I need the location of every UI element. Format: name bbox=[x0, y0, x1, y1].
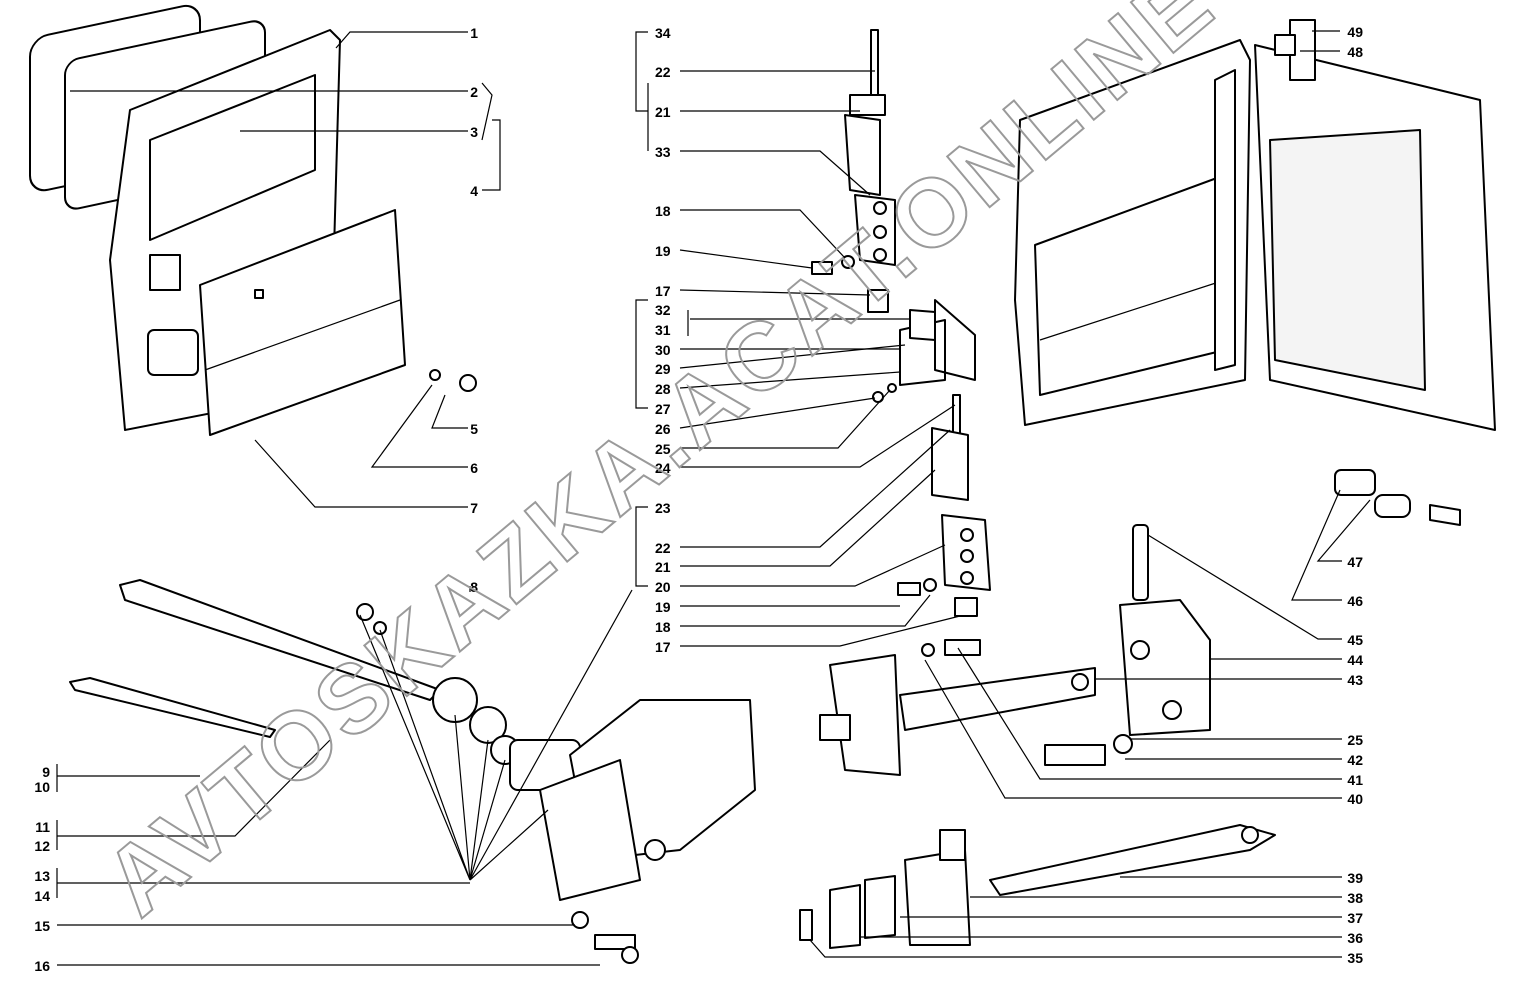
part-number-label: 3 bbox=[470, 124, 478, 140]
leader-line bbox=[335, 31, 468, 49]
part-number-label: 1 bbox=[470, 25, 478, 41]
part-number-label: 21 bbox=[655, 559, 671, 575]
part-number-label: 6 bbox=[470, 460, 478, 476]
part-number-label: 32 bbox=[655, 302, 671, 318]
part-number-label: 22 bbox=[655, 64, 671, 80]
part-number-label: 49 bbox=[1347, 24, 1363, 40]
part-number-label: 47 bbox=[1347, 554, 1363, 570]
part-number-label: 27 bbox=[655, 401, 671, 417]
part-number-label: 17 bbox=[655, 639, 671, 655]
leader-line bbox=[680, 544, 946, 587]
leader-line bbox=[254, 439, 468, 508]
part-number-label: 15 bbox=[34, 918, 50, 934]
leader-line bbox=[647, 83, 871, 196]
part-number-label: 30 bbox=[655, 342, 671, 358]
part-number-label: 29 bbox=[655, 361, 671, 377]
part-number-label: 21 bbox=[655, 104, 671, 120]
part-number-label: 19 bbox=[655, 243, 671, 259]
part-number-label: 24 bbox=[655, 460, 671, 476]
part-number-label: 16 bbox=[34, 958, 50, 974]
leader-line bbox=[680, 389, 891, 449]
leader-line bbox=[635, 299, 901, 409]
part-number-label: 17 bbox=[655, 283, 671, 299]
part-number-label: 4 bbox=[470, 183, 478, 199]
leader-line bbox=[635, 506, 648, 587]
upper-hinge bbox=[811, 29, 976, 403]
leader-line bbox=[680, 594, 931, 627]
part-number-label: 48 bbox=[1347, 44, 1363, 60]
leader-line bbox=[679, 289, 871, 296]
part-labels: 1234567891011121314151634222133181917323… bbox=[34, 24, 1363, 974]
leader-line bbox=[957, 647, 1342, 780]
part-number-label: 7 bbox=[470, 500, 478, 516]
part-number-label: 28 bbox=[655, 381, 671, 397]
part-number-label: 18 bbox=[655, 619, 671, 635]
part-number-label: 14 bbox=[34, 888, 50, 904]
leader-line bbox=[56, 764, 200, 792]
leader-line bbox=[687, 310, 910, 336]
part-number-label: 23 bbox=[655, 500, 671, 516]
part-number-label: 2 bbox=[470, 84, 478, 100]
part-number-label: 11 bbox=[35, 819, 50, 835]
leader-line bbox=[680, 469, 936, 567]
part-number-label: 33 bbox=[655, 144, 671, 160]
leader-line bbox=[1291, 489, 1342, 601]
part-number-label: 25 bbox=[655, 441, 671, 457]
leader-line bbox=[56, 739, 331, 850]
part-number-label: 5 bbox=[470, 421, 478, 437]
part-number-label: 19 bbox=[655, 599, 671, 615]
part-number-label: 37 bbox=[1347, 910, 1363, 926]
part-number-label: 12 bbox=[34, 838, 50, 854]
side-door-assembly bbox=[1014, 19, 1496, 431]
part-number-label: 18 bbox=[655, 203, 671, 219]
door-check-lower bbox=[799, 824, 1276, 949]
leader-line bbox=[679, 249, 813, 269]
part-number-label: 38 bbox=[1347, 890, 1363, 906]
part-number-label: 40 bbox=[1347, 791, 1363, 807]
leader-line bbox=[370, 384, 468, 468]
part-number-label: 22 bbox=[655, 540, 671, 556]
leader-line bbox=[679, 397, 876, 429]
leader-line bbox=[1147, 534, 1342, 640]
part-number-label: 10 bbox=[34, 779, 50, 795]
part-number-label: 44 bbox=[1347, 652, 1363, 668]
part-number-label: 34 bbox=[655, 25, 671, 41]
leader-line bbox=[924, 659, 1342, 799]
wiper-motor bbox=[356, 603, 756, 964]
leader-line bbox=[809, 939, 1342, 958]
part-number-label: 26 bbox=[655, 421, 671, 437]
part-number-label: 31 bbox=[655, 322, 671, 338]
part-number-label: 20 bbox=[655, 579, 671, 595]
leader-line bbox=[679, 344, 906, 369]
leader-line bbox=[481, 82, 501, 191]
part-number-label: 46 bbox=[1347, 593, 1363, 609]
leader-line bbox=[359, 586, 633, 881]
lower-hinge bbox=[897, 394, 991, 617]
part-number-label: 13 bbox=[34, 868, 50, 884]
part-number-label: 45 bbox=[1347, 632, 1363, 648]
part-number-label: 35 bbox=[1347, 950, 1363, 966]
leader-line bbox=[680, 429, 951, 548]
leader-line bbox=[680, 404, 956, 468]
leader-lines bbox=[56, 30, 1371, 966]
leader-line bbox=[680, 209, 846, 259]
leader-line bbox=[431, 394, 468, 429]
part-number-label: 41 bbox=[1347, 772, 1363, 788]
hinge-pin-detail bbox=[1334, 469, 1461, 526]
leader-line bbox=[680, 615, 961, 647]
part-number-label: 25 bbox=[1347, 732, 1363, 748]
part-number-label: 39 bbox=[1347, 870, 1363, 886]
leader-line bbox=[1316, 499, 1371, 562]
part-number-label: 8 bbox=[470, 579, 478, 595]
leader-line bbox=[56, 868, 470, 898]
part-number-label: 42 bbox=[1347, 752, 1363, 768]
trim-clip bbox=[429, 369, 477, 392]
door-trim-panel bbox=[199, 209, 406, 436]
part-number-label: 43 bbox=[1347, 672, 1363, 688]
part-number-label: 9 bbox=[42, 764, 50, 780]
door-check-strap bbox=[819, 639, 1096, 776]
hinge-bracket-right bbox=[1044, 524, 1211, 766]
leader-line bbox=[635, 31, 648, 112]
part-number-label: 36 bbox=[1347, 930, 1363, 946]
